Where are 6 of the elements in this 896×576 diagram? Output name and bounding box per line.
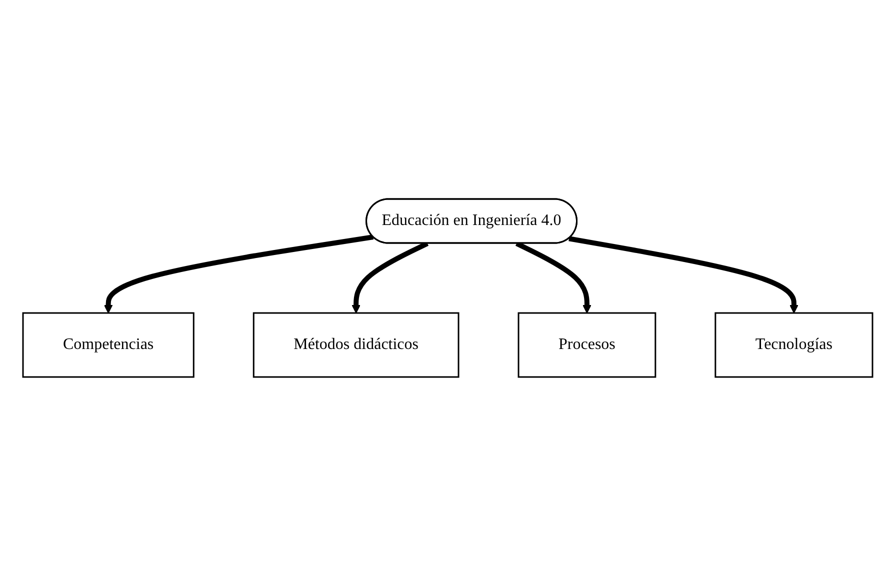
node-box: Competencias	[22, 312, 195, 378]
node-box: Métodos didácticos	[253, 312, 460, 378]
node-box: Procesos	[518, 312, 656, 378]
arrow	[104, 234, 374, 314]
node-box: Tecnologías	[714, 312, 874, 378]
arrow	[568, 236, 799, 314]
